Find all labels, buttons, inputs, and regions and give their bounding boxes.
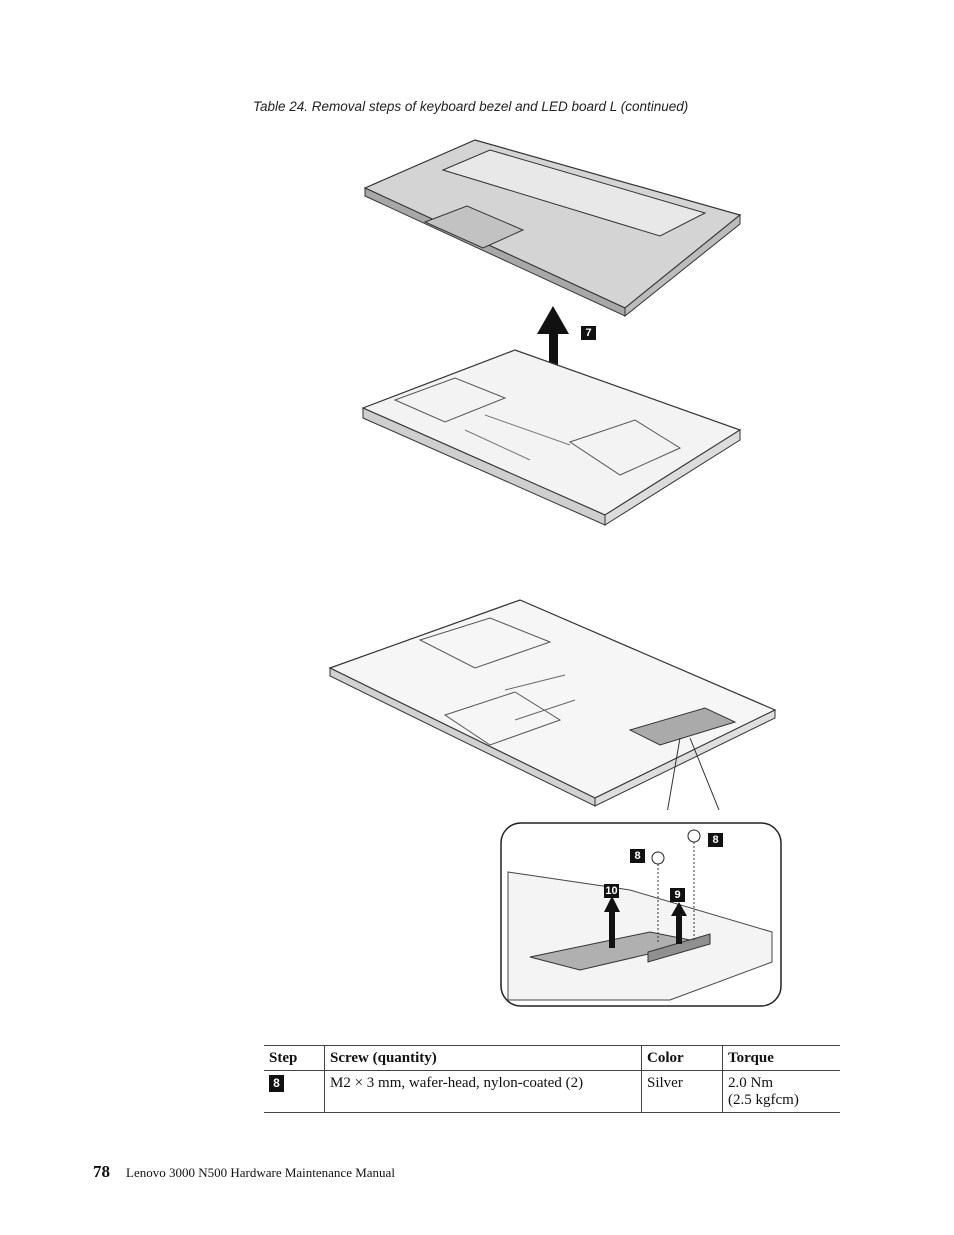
header-step: Step: [264, 1045, 325, 1071]
led-board-detail-illustration: 8 8 10 9: [500, 822, 782, 1007]
table-row: 8 M2 × 3 mm, wafer-head, nylon-coated (2…: [264, 1070, 840, 1113]
callout-step-9: 9: [670, 888, 685, 902]
cell-torque: 2.0 Nm (2.5 kgfcm): [722, 1070, 840, 1113]
cell-step: 8: [264, 1070, 325, 1113]
header-torque: Torque: [722, 1045, 840, 1071]
manual-title: Lenovo 3000 N500 Hardware Maintenance Ma…: [126, 1165, 395, 1180]
cell-color: Silver: [641, 1070, 723, 1113]
torque-kgfcm: (2.5 kgfcm): [728, 1092, 799, 1108]
page-number: 78: [93, 1162, 110, 1181]
callout-screw-8b: 8: [630, 849, 645, 863]
torque-nm: 2.0 Nm: [728, 1075, 773, 1091]
bezel-removal-illustration: 7: [355, 130, 755, 530]
header-screw: Screw (quantity): [324, 1045, 642, 1071]
callout-step-7: 7: [581, 326, 596, 340]
page-footer: 78 Lenovo 3000 N500 Hardware Maintenance…: [93, 1162, 395, 1182]
screw-table: Step Screw (quantity) Color Torque 8 M2 …: [264, 1045, 840, 1113]
header-color: Color: [641, 1045, 723, 1071]
table-caption: Table 24. Removal steps of keyboard beze…: [253, 99, 689, 114]
step-badge: 8: [269, 1075, 284, 1092]
base-chassis-drawing: [328, 599, 777, 826]
callout-step-10: 10: [604, 884, 619, 898]
bezel-removal-drawing: [361, 139, 742, 526]
screw-table-header: Step Screw (quantity) Color Torque: [264, 1045, 840, 1071]
callout-screw-8a: 8: [708, 833, 723, 847]
cell-screw: M2 × 3 mm, wafer-head, nylon-coated (2): [324, 1070, 642, 1113]
led-board-detail-drawing: [500, 822, 782, 1007]
base-chassis-illustration: [325, 580, 785, 826]
